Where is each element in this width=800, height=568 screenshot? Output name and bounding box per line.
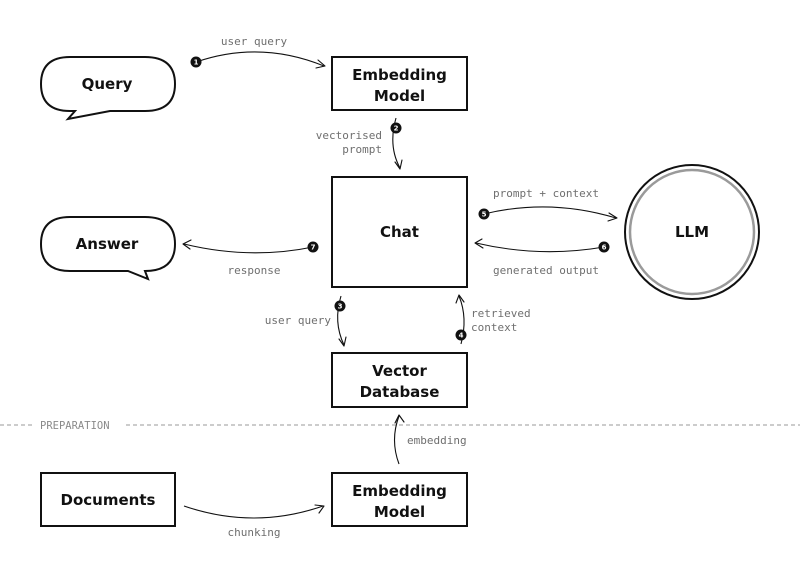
edge-3-step-badge [334,300,346,312]
edge-1-arrowhead [315,59,326,69]
edge-7-arrowhead [182,239,192,250]
edge-5-step-badge [478,208,490,220]
edge-7-step-number: 7 [311,244,316,252]
edge-2-step-badge [390,122,402,134]
chat-box: Chat [331,176,468,288]
edge-4-label-line2: context [471,321,517,334]
edge-4-retrieved-context: retrieved context 4 [455,294,531,345]
edge-chunking-label: chunking [228,526,281,539]
edge-5-prompt-context: prompt + context 5 [478,187,618,222]
edge-embedding-arrowhead [394,414,405,424]
edge-5-label: prompt + context [493,187,599,200]
edge-6-step-badge [598,241,610,253]
edge-3-user-query: user query 3 [265,295,347,347]
query-bubble-shape [39,56,177,121]
edge-embedding-label: embedding [407,434,467,447]
vector-database-box: Vector Database [331,352,468,408]
edge-embedding: embedding [393,414,467,465]
edge-3-line [337,295,345,346]
edge-2-arrowhead [394,159,403,170]
embedding-model-top-label-line2: Model [374,87,425,105]
edge-7-step-badge [307,241,319,253]
edge-4-arrowhead [455,294,465,304]
edge-6-arrowhead [474,238,484,249]
edge-7-label: response [228,264,281,277]
edge-2-vectorised-prompt: vectorised prompt 2 [316,117,403,170]
edge-1-label: user query [221,35,288,48]
section-label-preparation: PREPARATION [40,420,110,432]
edge-1-step-number: 1 [194,59,199,67]
edge-5-line [483,206,617,219]
answer-bubble: Answer [39,216,177,281]
edge-4-step-badge [455,329,467,341]
embedding-model-bottom-label-line2: Model [374,503,425,521]
preparation-divider: PREPARATION [0,418,800,432]
edge-1-step-badge [190,56,202,68]
divider-label-bg [36,418,122,432]
documents-rect [40,472,176,527]
edge-6-line [475,242,605,253]
edge-6-generated-output: generated output 6 [474,238,610,277]
embedding-model-bottom-rect [331,472,468,527]
answer-bubble-shape [39,216,177,281]
embedding-model-bottom-label-line1: Embedding [352,482,447,500]
edge-2-label-line2: prompt [342,143,382,156]
edge-3-label: user query [265,314,332,327]
documents-box: Documents [40,472,176,527]
llm-circle: LLM [624,164,760,300]
llm-outer-circle [624,164,760,300]
edge-3-step-number: 3 [338,303,343,311]
edge-3-arrowhead [338,336,347,347]
query-label: Query [82,75,133,93]
chat-rect [331,176,468,288]
edge-2-label-line1: vectorised [316,129,382,142]
llm-label: LLM [675,223,709,241]
edge-7-response: response 7 [182,239,319,277]
documents-label: Documents [61,491,156,509]
edge-4-step-number: 4 [459,332,464,340]
vector-database-rect [331,352,468,408]
edge-7-line [183,243,314,254]
edge-5-arrowhead [607,212,618,222]
embedding-model-top-label-line1: Embedding [352,66,447,84]
vector-database-label-line1: Vector [372,362,427,380]
edge-5-step-number: 5 [482,211,487,219]
edge-chunking: chunking [183,504,325,539]
edge-chunking-line [183,505,324,519]
edge-1-user-query: user query 1 [190,35,326,69]
embedding-model-bottom-box: Embedding Model [331,472,468,527]
edge-1-line [195,51,325,67]
edge-4-label-line1: retrieved [471,307,531,320]
answer-label: Answer [76,235,139,253]
chat-label: Chat [380,223,419,241]
edge-embedding-line [393,415,400,465]
embedding-model-top-rect [331,56,468,111]
embedding-model-top-box: Embedding Model [331,56,468,111]
edge-chunking-arrowhead [314,504,325,514]
edge-6-label: generated output [493,264,599,277]
vector-database-label-line2: Database [360,383,440,401]
query-bubble: Query [39,56,177,121]
edge-6-step-number: 6 [602,244,607,252]
llm-inner-circle [628,168,756,296]
edge-2-step-number: 2 [394,125,399,133]
